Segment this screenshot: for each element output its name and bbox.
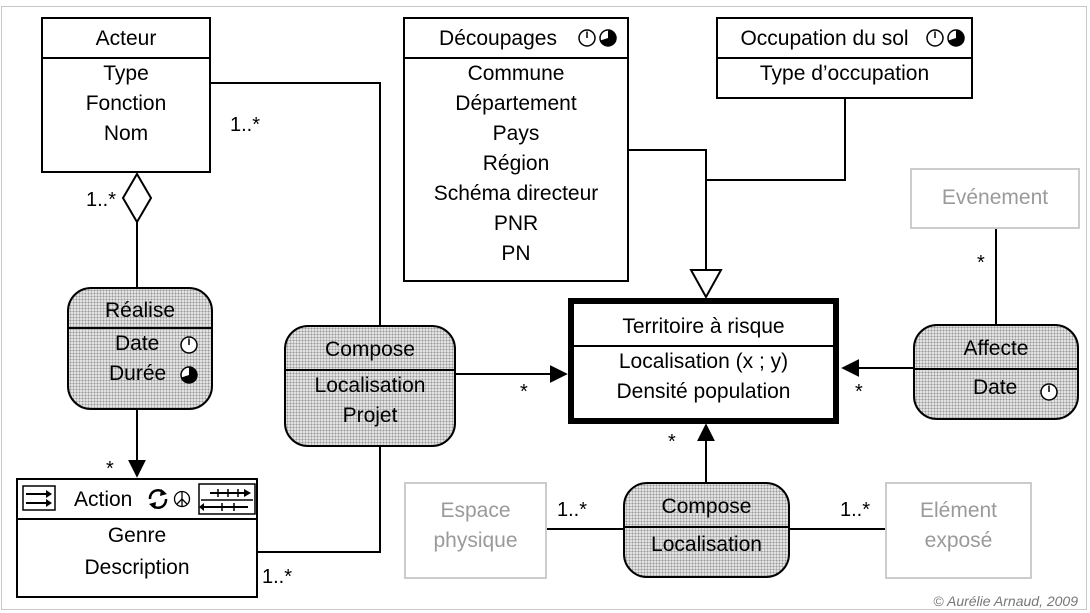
- timeline-arrows-icon: [198, 483, 256, 515]
- territoire-attr-densite: Densité population: [616, 380, 791, 403]
- decoupages-attr-region: Région: [482, 152, 550, 175]
- element-title-line1: Elément: [919, 499, 998, 522]
- territoire-attr-localisation: Localisation (x ; y): [618, 350, 789, 373]
- action-title: Action: [74, 488, 133, 511]
- decoupages-attr-commune: Commune: [467, 62, 565, 85]
- multiplicity-element-compose: 1..*: [840, 499, 871, 521]
- decoupages-attr-pnr: PNR: [493, 212, 539, 235]
- acteur-compose-link: [210, 82, 381, 325]
- espace-physique-class: Espace physique: [404, 482, 547, 579]
- evenement-title: Evénement: [941, 186, 1049, 209]
- realise-attr-duree-row: Durée: [69, 359, 211, 389]
- realise-association: Réalise Date Durée: [67, 287, 213, 410]
- multiplicity-acteur-realise: 1..*: [86, 189, 117, 211]
- acteur-title: Acteur: [43, 19, 209, 59]
- cycle-icon: [148, 489, 168, 509]
- clock-instant-icon: [1040, 383, 1058, 401]
- affecte-attr-date-row: Date: [915, 370, 1077, 406]
- affecte-attr-date: Date: [973, 376, 1018, 399]
- evenement-class: Evénement: [910, 168, 1080, 229]
- compose-loc-title: Compose: [625, 484, 788, 528]
- decoupages-attr-pn: PN: [501, 242, 531, 265]
- action-attr-genre: Genre: [107, 524, 167, 547]
- element-expose-class: Elément exposé: [885, 482, 1032, 579]
- multiplicity-realise-action: *: [106, 458, 114, 480]
- occupation-header: Occupation du sol: [718, 19, 971, 59]
- element-title-line2: exposé: [924, 529, 993, 552]
- transition-arrows-icon: [22, 485, 56, 511]
- multiplicity-espace-compose: 1..*: [557, 499, 588, 521]
- temporal-pair-icon: [578, 29, 617, 47]
- compose-projet-association: Compose Localisation Projet: [284, 325, 456, 447]
- decoupages-class: Découpages Commune Département Pays Régi…: [403, 17, 629, 282]
- generalization-triangle: [689, 269, 723, 300]
- occupation-class: Occupation du sol Type d’occupation: [716, 17, 973, 99]
- action-attr-description: Description: [84, 556, 190, 579]
- compose-projet-attr-localisation: Localisation: [314, 374, 426, 397]
- compose-action-link: [258, 447, 381, 553]
- acteur-attr-fonction: Fonction: [85, 92, 167, 115]
- territoire-title: Territoire à risque: [574, 304, 833, 347]
- decoupages-attr-schema: Schéma directeur: [433, 182, 599, 205]
- copyright-credit: © Aurélie Arnaud, 2009: [933, 593, 1078, 609]
- decoupages-attr-pays: Pays: [492, 122, 540, 145]
- realise-title: Réalise: [69, 289, 211, 329]
- decoupages-header: Découpages: [405, 19, 627, 59]
- multiplicity-compose-territoire: *: [520, 381, 528, 403]
- espace-title-line1: Espace: [440, 499, 511, 522]
- multiplicity-affecte-territoire: *: [855, 381, 863, 403]
- compose-loc-attr-localisation: Localisation: [651, 533, 762, 556]
- compose-projet-title: Compose: [286, 327, 454, 371]
- temporal-pair-icon: [926, 29, 965, 47]
- decoupages-title: Découpages: [439, 27, 557, 50]
- peace-symbol-icon: [173, 490, 191, 508]
- occupation-attr-type: Type d’occupation: [759, 62, 930, 85]
- compose-localisation-association: Compose Localisation: [623, 482, 790, 578]
- multiplicity-acteur-compose: 1..*: [230, 114, 261, 136]
- multiplicity-action-compose: 1..*: [262, 566, 293, 588]
- clock-duration-icon: [180, 366, 198, 384]
- multiplicity-territoire-compose: *: [668, 431, 676, 453]
- territoire-class: Territoire à risque Localisation (x ; y)…: [568, 298, 839, 424]
- affecte-title: Affecte: [915, 326, 1077, 370]
- realise-attr-date-row: Date: [69, 329, 211, 359]
- occupation-title: Occupation du sol: [740, 27, 909, 50]
- action-header: Action: [18, 480, 256, 520]
- compose-projet-attr-projet: Projet: [342, 404, 398, 427]
- acteur-attr-nom: Nom: [103, 122, 149, 145]
- occupation-generalization-link: [706, 98, 846, 181]
- acteur-attr-type: Type: [103, 62, 149, 85]
- espace-title-line2: physique: [433, 529, 518, 552]
- multiplicity-evenement-affecte: *: [977, 252, 985, 274]
- acteur-class: Acteur Type Fonction Nom: [41, 17, 211, 173]
- realise-attr-duree: Durée: [109, 362, 167, 385]
- decoupages-attr-departement: Département: [455, 92, 577, 115]
- diagram-frame: [1, 6, 1087, 610]
- clock-instant-icon: [180, 336, 198, 354]
- affecte-association: Affecte Date: [913, 324, 1079, 420]
- decoupages-generalization-link: [628, 149, 707, 270]
- realise-attr-date: Date: [115, 332, 160, 355]
- action-class: Action Genre Description: [16, 478, 258, 598]
- aggregation-diamond: [121, 172, 153, 224]
